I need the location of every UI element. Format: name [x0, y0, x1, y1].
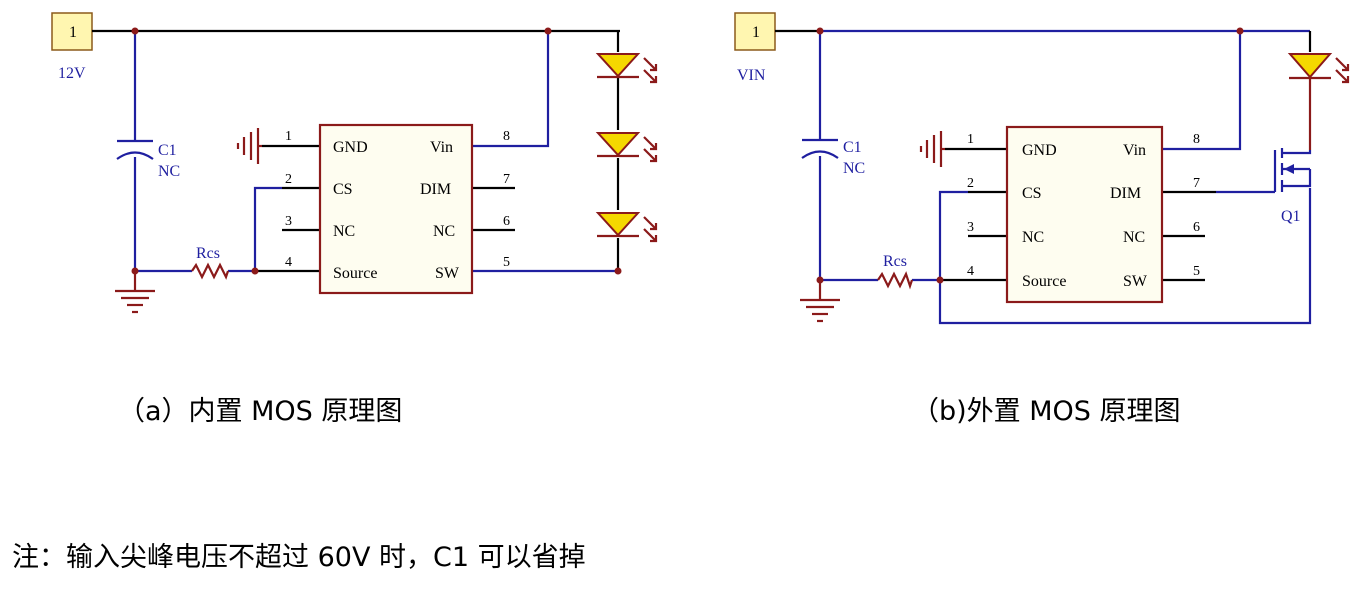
led-a-2: [595, 132, 658, 163]
svg-text:5: 5: [1193, 264, 1200, 279]
svg-text:NC: NC: [333, 223, 355, 240]
svg-text:SW: SW: [435, 265, 460, 282]
svg-text:3: 3: [285, 214, 292, 229]
svg-text:SW: SW: [1123, 273, 1148, 290]
junction-dot: [936, 276, 944, 284]
mosfet-q1: Q1: [1273, 148, 1312, 225]
svg-text:2: 2: [967, 176, 974, 191]
ground-symbol-a: [115, 271, 155, 314]
junction-dot: [614, 267, 622, 275]
cap-b-name: C1: [843, 139, 862, 156]
wire-b-source-loop: [938, 188, 1312, 325]
svg-text:GND: GND: [1022, 142, 1057, 159]
ic-a-right-pins: 8 7 6 5 Vin DIM NC SW: [420, 129, 510, 282]
wire-a-vin: [472, 31, 550, 148]
mosfet-q1-label: Q1: [1281, 208, 1301, 225]
cap-a-name: C1: [158, 142, 177, 159]
caption-a: （a）内置 MOS 原理图: [118, 396, 403, 427]
svg-text:4: 4: [285, 255, 292, 270]
power-port-a: [51, 12, 93, 51]
footnote: 注：输入尖峰电压不超过 60V 时，C1 可以省掉: [12, 542, 586, 573]
svg-text:8: 8: [1193, 132, 1200, 147]
ground-pin1-a: [236, 128, 262, 164]
resistor-a-label: Rcs: [196, 245, 220, 262]
port-a-number: 1: [69, 24, 77, 41]
svg-text:3: 3: [967, 220, 974, 235]
junction-dot: [131, 27, 139, 35]
svg-text:Source: Source: [333, 265, 377, 282]
resistor-b-label: Rcs: [883, 253, 907, 270]
led-b-1: [1287, 53, 1350, 84]
svg-text:4: 4: [967, 264, 974, 279]
svg-text:6: 6: [503, 214, 510, 229]
cap-a-value: NC: [158, 163, 180, 180]
svg-text:DIM: DIM: [420, 181, 451, 198]
led-a-3: [595, 212, 658, 243]
caption-b: （b)外置 MOS 原理图: [912, 396, 1181, 427]
ground-pin1-b: [919, 131, 945, 167]
resistor-rcs-b: Rcs: [877, 253, 914, 290]
svg-text:Source: Source: [1022, 273, 1066, 290]
port-a-label: 12V: [58, 65, 86, 82]
port-b-label: VIN: [737, 67, 766, 84]
svg-text:Vin: Vin: [430, 139, 453, 156]
led-a-1: [595, 53, 658, 84]
wire-b-vin: [1162, 31, 1242, 151]
ic-b-left-pins: 1 2 3 4 GND CS NC Source: [967, 132, 1066, 290]
wire-a-cs: [253, 186, 282, 271]
svg-text:DIM: DIM: [1110, 185, 1141, 202]
resistor-rcs-a: Rcs: [191, 245, 230, 280]
svg-text:GND: GND: [333, 139, 368, 156]
diagram-a: 1 12V C1 NC: [51, 12, 658, 314]
svg-text:1: 1: [285, 129, 292, 144]
junction-dot: [251, 267, 259, 275]
ic-chip-a: [318, 123, 474, 295]
junction-dot: [816, 27, 824, 35]
capacitor-c1-b: C1 NC: [801, 138, 865, 177]
ic-b-right-pins: 8 7 6 5 Vin DIM NC SW: [1110, 132, 1200, 290]
svg-text:NC: NC: [1123, 229, 1145, 246]
junction-dot: [1236, 27, 1244, 35]
svg-text:NC: NC: [1022, 229, 1044, 246]
svg-text:1: 1: [967, 132, 974, 147]
cap-b-value: NC: [843, 160, 865, 177]
port-b-number: 1: [752, 24, 760, 41]
svg-text:2: 2: [285, 172, 292, 187]
capacitor-c1-a: C1 NC: [116, 139, 180, 180]
svg-text:6: 6: [1193, 220, 1200, 235]
junction-dot: [544, 27, 552, 35]
svg-text:8: 8: [503, 129, 510, 144]
diagram-b: 1 VIN C1 NC: [734, 12, 1350, 325]
svg-text:5: 5: [503, 255, 510, 270]
power-port-b: [734, 12, 776, 51]
svg-text:CS: CS: [333, 181, 353, 198]
schematic-canvas: 1 12V C1 NC: [51, 12, 1350, 325]
ic-chip-b: [1005, 125, 1164, 304]
svg-text:NC: NC: [433, 223, 455, 240]
svg-text:7: 7: [1193, 176, 1200, 191]
svg-text:7: 7: [503, 172, 510, 187]
svg-text:CS: CS: [1022, 185, 1042, 202]
ic-a-left-pins: 1 2 3 4 GND CS NC Source: [285, 129, 377, 282]
ground-symbol-b: [800, 280, 840, 323]
svg-text:Vin: Vin: [1123, 142, 1146, 159]
